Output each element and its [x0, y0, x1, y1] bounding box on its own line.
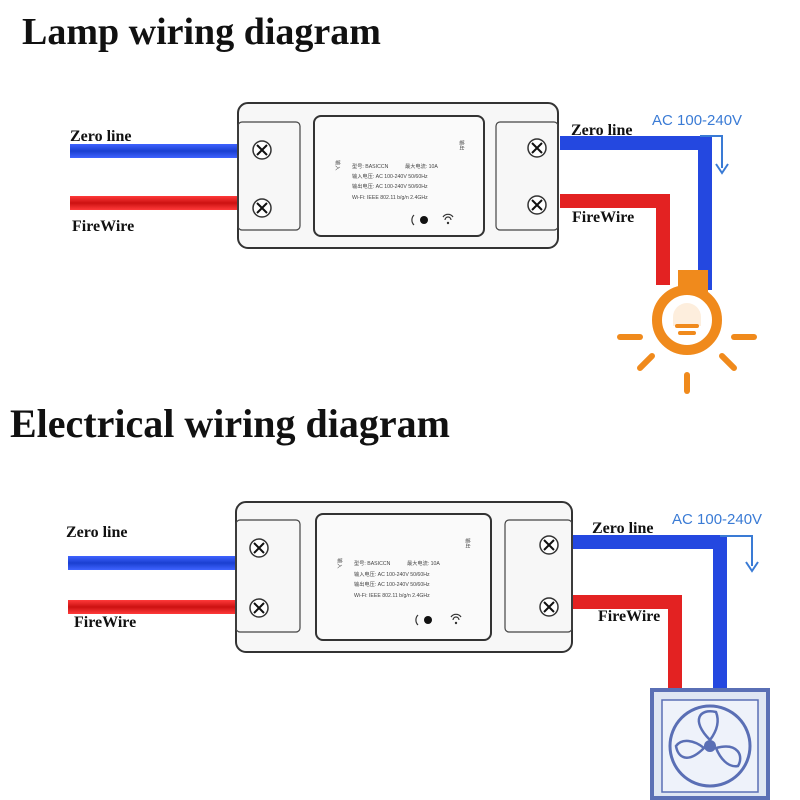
left-zero-line-label: Zero line — [70, 128, 132, 145]
terminal-screw-icon — [539, 597, 559, 617]
side-out-label: 输出 — [464, 538, 472, 548]
spec-output: 输出电压: AC 100-240V 50/60Hz — [352, 182, 428, 190]
power-button-icon — [415, 614, 432, 626]
right-firewire-label: FireWire — [598, 608, 661, 625]
spec-model: 型号: BASICCN — [354, 559, 391, 567]
spec-wifi: Wi-Fi: IEEE 802.11 b/g/n 2.4GHz — [354, 593, 430, 599]
side-out-label: 输出 — [458, 140, 466, 150]
terminal-screw-icon — [252, 140, 272, 160]
wifi-icon — [442, 213, 454, 225]
left-firewire-label: FireWire — [74, 614, 137, 631]
spec-output: 输出电压: AC 100-240V 50/60Hz — [354, 580, 430, 588]
lamp-diagram-title: Lamp wiring diagram — [22, 11, 381, 53]
right-zero-line-label: Zero line — [571, 122, 633, 139]
spec-input: 输入电压: AC 100-240V 50/60Hz — [354, 570, 430, 578]
left-firewire-label: FireWire — [72, 218, 135, 235]
spec-wifi: Wi-Fi: IEEE 802.11 b/g/n 2.4GHz — [352, 195, 428, 201]
fan-icon — [650, 688, 770, 800]
spec-max-current: 最大电流: 10A — [405, 162, 438, 170]
side-in-label: 输入 — [334, 160, 342, 170]
left-neutral-wire — [68, 556, 238, 570]
smart-switch-module: 型号: BASICCN 最大电流: 10A 输入电压: AC 100-240V … — [235, 501, 573, 653]
power-button-icon — [411, 214, 428, 226]
ac-voltage-label: AC 100-240V — [672, 511, 763, 528]
ac-arrow-icon — [700, 135, 729, 175]
terminal-screw-icon — [527, 138, 547, 158]
spec-input: 输入电压: AC 100-240V 50/60Hz — [352, 172, 428, 180]
ac-arrow-icon — [720, 535, 759, 573]
light-bulb-icon — [617, 270, 757, 394]
left-zero-line-label: Zero line — [66, 524, 128, 541]
right-firewire-label: FireWire — [572, 209, 635, 226]
terminal-screw-icon — [249, 598, 269, 618]
left-live-wire — [68, 600, 238, 614]
terminal-screw-icon — [249, 538, 269, 558]
right-zero-line-label: Zero line — [592, 520, 654, 537]
spec-model: 型号: BASICCN — [352, 162, 389, 170]
smart-switch-module: 型号: BASICCN 最大电流: 10A 输入电压: AC 100-240V … — [237, 102, 559, 249]
spec-max-current: 最大电流: 10A — [407, 559, 440, 567]
left-neutral-wire — [70, 144, 240, 158]
wifi-icon — [450, 613, 462, 625]
terminal-screw-icon — [252, 198, 272, 218]
terminal-screw-icon — [539, 535, 559, 555]
side-in-label: 输入 — [336, 558, 344, 568]
right-neutral-wire — [560, 136, 712, 290]
right-live-wire — [560, 194, 670, 285]
terminal-screw-icon — [527, 195, 547, 215]
right-live-wire — [570, 595, 682, 695]
electrical-diagram-title: Electrical wiring diagram — [10, 401, 450, 446]
left-live-wire — [70, 196, 240, 210]
ac-voltage-label: AC 100-240V — [652, 112, 743, 129]
right-neutral-wire — [570, 535, 727, 695]
